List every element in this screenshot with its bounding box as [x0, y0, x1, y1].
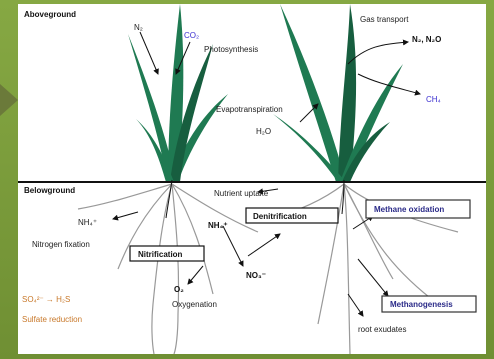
oxygenation-label: Oxygenation [172, 300, 217, 309]
so4-h2s-label: SO₄²⁻ → H₂S [22, 295, 70, 304]
left-plant-icon [128, 4, 228, 182]
root-exudates-label: root exudates [358, 325, 406, 334]
aboveground-label: Aboveground [24, 10, 76, 19]
n2-label: N₂ [134, 23, 143, 32]
nutrient-uptake-label: Nutrient uptake [214, 189, 269, 198]
co2-label: CO₂ [184, 31, 199, 40]
right-plant-icon [273, 4, 403, 182]
no3-label: NO₃⁻ [246, 271, 266, 280]
o2-label: O₂ [174, 285, 184, 294]
nh4-left-label: NH₄⁺ [78, 218, 97, 227]
methanogenesis-label: Methanogenesis [390, 300, 453, 309]
wetland-nitrogen-cycle-diagram: Aboveground Belowground N₂ CO₂ Photosynt… [18, 4, 486, 354]
nitrification-label: Nitrification [138, 250, 183, 259]
denitrification-label: Denitrification [253, 212, 307, 221]
belowground-label: Belowground [24, 186, 75, 195]
methane-oxidation-label: Methane oxidation [374, 205, 444, 214]
n2-n2o-label: N₂, N₂O [412, 35, 441, 44]
nh4-center-label: NH₄⁺ [208, 221, 228, 230]
nitrogen-fixation-label: Nitrogen fixation [32, 240, 90, 249]
process-arrows [113, 32, 420, 316]
sulfate-reduction-label: Sulfate reduction [22, 315, 82, 324]
evapotranspiration-label: Evapotranspiration [216, 105, 283, 114]
slide-arrow-icon [0, 84, 18, 116]
diagram-panel: Aboveground Belowground N₂ CO₂ Photosynt… [18, 4, 486, 354]
h2o-label: H₂O [256, 127, 271, 136]
gas-transport-label: Gas transport [360, 15, 409, 24]
photosynthesis-label: Photosynthesis [204, 45, 258, 54]
ch4-label: CH₄ [426, 95, 441, 104]
